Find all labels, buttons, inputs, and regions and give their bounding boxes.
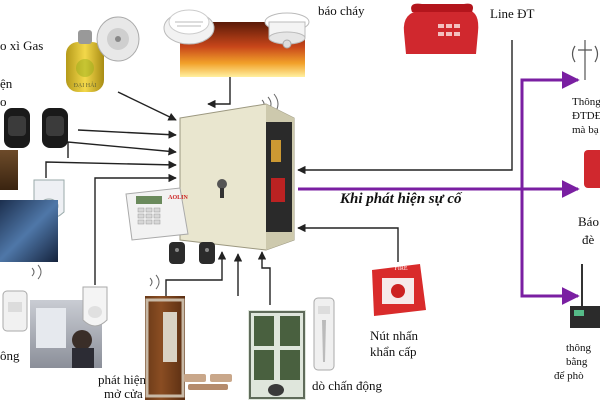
fire-box-text: FIRE xyxy=(394,266,408,272)
siren-image xyxy=(584,150,600,188)
motion-sensor-image-1 xyxy=(0,288,30,334)
smoke-detector-image xyxy=(163,2,215,46)
left-bottom-label: ông xyxy=(0,348,20,363)
arrow-camera xyxy=(77,129,177,139)
phone-image xyxy=(398,2,484,60)
right-2-line2: đè xyxy=(582,232,595,247)
arrow-sensor-2 xyxy=(45,160,177,178)
arrow-out-down xyxy=(520,189,580,305)
door-label-1: phát hiện xyxy=(98,372,147,387)
fire-alarm-label: báo cháy xyxy=(318,3,365,18)
incident-label: Khi phát hiện sự cố xyxy=(340,191,462,207)
gas-detector-image xyxy=(60,28,110,94)
gsm-module-image xyxy=(566,262,600,332)
right-3-line3: để phò xyxy=(554,370,584,382)
remote-keys-image xyxy=(165,240,227,270)
heat-detector-image xyxy=(260,8,314,54)
motion-sensor-image-2 xyxy=(80,284,110,334)
vibration-label: dò chấn động xyxy=(312,378,383,393)
arrow-gas xyxy=(117,91,177,121)
intruder-image xyxy=(0,200,58,262)
arrow-phone xyxy=(297,40,513,175)
arrow-out-up xyxy=(520,71,580,189)
arrow-door xyxy=(165,251,227,298)
gas-label: o xì Gas xyxy=(0,38,44,53)
vibration-window-image xyxy=(248,310,306,400)
arrow-sensor-1 xyxy=(67,141,177,158)
right-3-line2: bằng xyxy=(566,356,588,368)
left-top-label-2: o xyxy=(0,94,7,109)
right-2-line1: Báo xyxy=(578,214,599,229)
right-1-line1: Thông xyxy=(572,96,600,108)
vibration-sensor-image xyxy=(308,296,340,374)
right-1-line2: ĐTDĐ xyxy=(572,110,600,122)
panel-brand: AOLIN xyxy=(168,195,188,201)
window-image xyxy=(0,150,18,190)
gas-brand: ĐẠI HẢI xyxy=(73,83,97,89)
gas-sensor-image xyxy=(95,14,141,64)
cell-tower-image-1 xyxy=(570,36,600,82)
control-panel-image xyxy=(176,100,298,252)
beam-sensor-image xyxy=(2,104,74,152)
door-label-2: mở cửa xyxy=(104,386,143,401)
arrow-vibration xyxy=(257,251,271,305)
panic-label-2: khẩn cấp xyxy=(370,344,417,359)
door-contact-image xyxy=(182,368,234,394)
right-1-line3: mà bạ xyxy=(572,124,599,136)
arrow-motion xyxy=(94,173,177,285)
left-top-label-1: ện xyxy=(0,76,13,91)
panic-button-image xyxy=(366,262,428,318)
panic-label-1: Nút nhấn xyxy=(370,328,419,343)
arrow-panic xyxy=(297,223,399,262)
right-3-line1: thông xyxy=(566,342,592,354)
phone-line-label: Line ĐT xyxy=(490,6,535,21)
door-image xyxy=(145,296,185,400)
keypad-image xyxy=(124,186,190,242)
arrow-smoke xyxy=(207,76,231,109)
